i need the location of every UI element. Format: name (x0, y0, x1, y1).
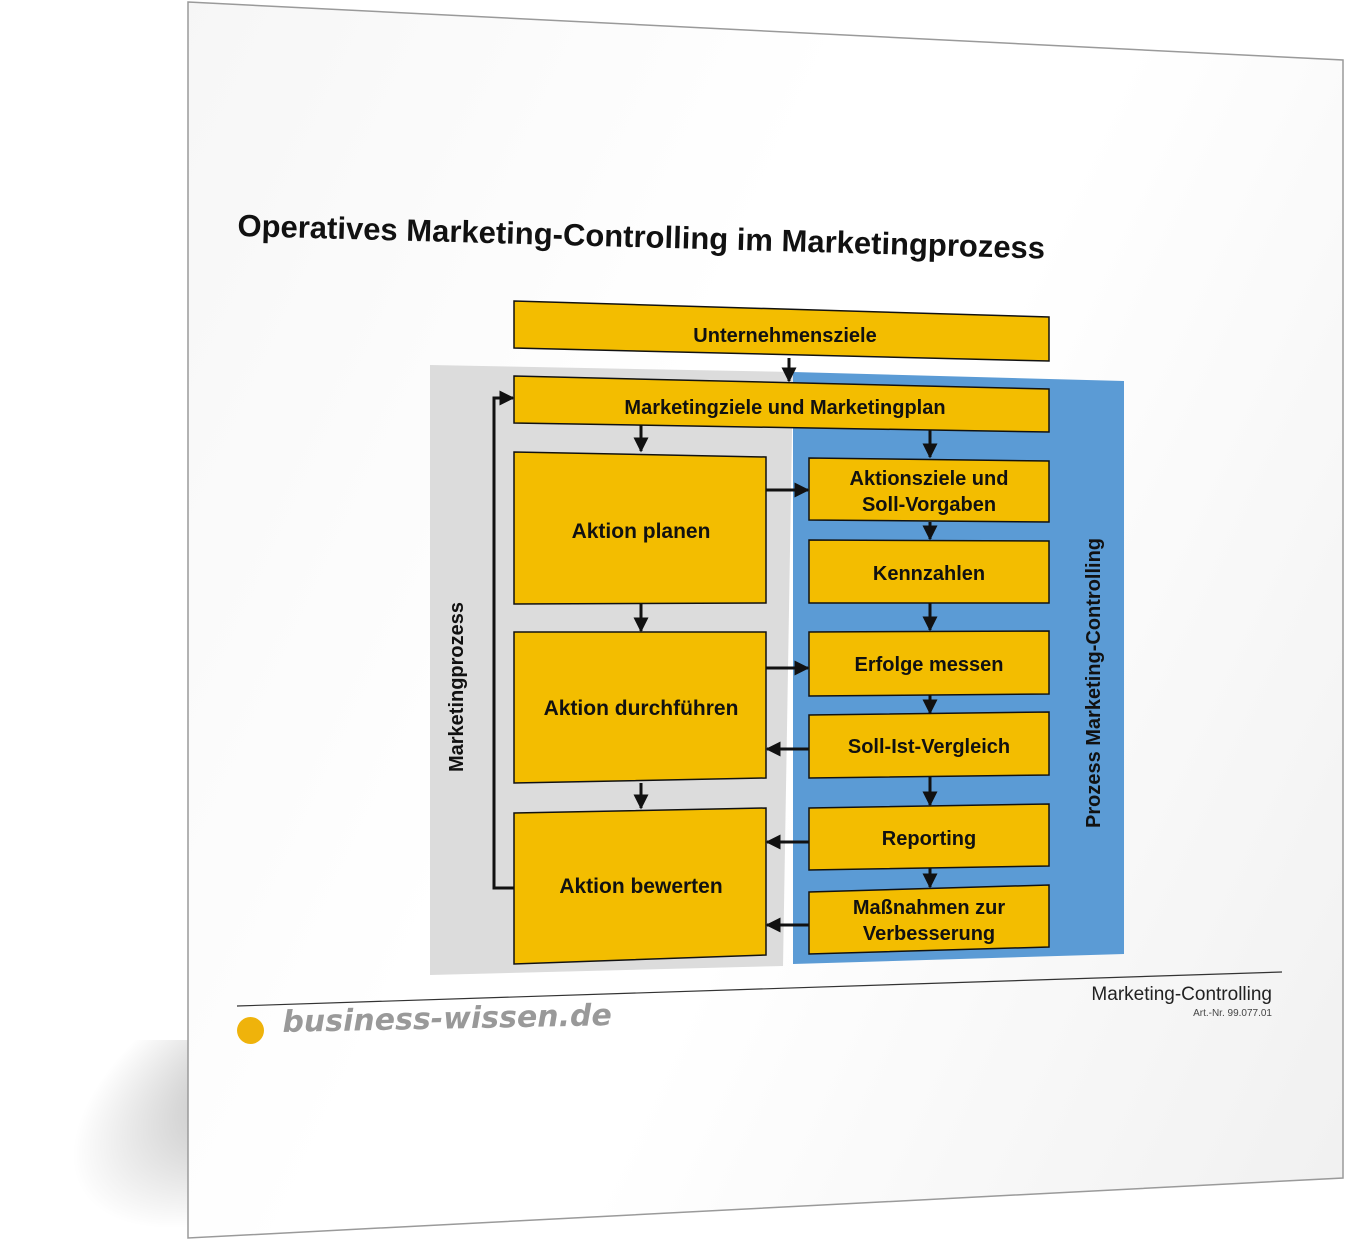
box-aktionsziele: Aktionsziele und Soll-Vorgaben (808, 457, 1050, 523)
box-aktion-planen: Aktion planen (513, 451, 767, 605)
right-step-1-line-2: Soll-Vorgaben (862, 494, 996, 516)
flow-arrows (492, 358, 938, 933)
logo-dot-icon (237, 1017, 264, 1044)
box-unternehmensziele: Unternehmensziele (513, 300, 1050, 362)
right-step-5: Reporting (882, 828, 976, 850)
box-kennzahlen: Kennzahlen (808, 539, 1050, 604)
right-step-2: Kennzahlen (873, 563, 985, 585)
left-step-3: Aktion bewerten (559, 875, 722, 898)
box-aktion-bewerten: Aktion bewerten (513, 807, 767, 965)
box-erfolge-messen: Erfolge messen (808, 630, 1050, 697)
right-step-6-line-2: Verbesserung (863, 923, 995, 945)
label-marketingprozess: Marketingprozess (446, 602, 468, 772)
right-step-6-line-1: Maßnahmen zur (853, 897, 1005, 919)
box-massnahmen: Maßnahmen zur Verbesserung (808, 884, 1050, 955)
label-unternehmensziele: Unternehmensziele (693, 325, 876, 347)
footer-product: Marketing-Controlling (1091, 984, 1272, 1005)
left-step-1: Aktion planen (572, 520, 711, 543)
right-step-3: Erfolge messen (855, 654, 1004, 676)
right-step-4: Soll-Ist-Vergleich (848, 736, 1010, 758)
logo-text: business-wissen.de (282, 998, 613, 1040)
right-step-1-line-1: Aktionsziele und (850, 468, 1009, 490)
box-soll-ist-vergleich: Soll-Ist-Vergleich (808, 711, 1050, 779)
left-step-2: Aktion durchführen (544, 697, 739, 720)
footer-article-number: Art.-Nr. 99.077.01 (1193, 1008, 1272, 1019)
box-reporting: Reporting (808, 803, 1050, 871)
label-marketingziele: Marketingziele und Marketingplan (624, 397, 945, 419)
box-aktion-durchfuehren: Aktion durchführen (513, 631, 767, 784)
arrow-feedback-loop (492, 390, 515, 890)
label-prozess-controlling: Prozess Marketing-Controlling (1083, 538, 1105, 828)
box-marketingziele: Marketingziele und Marketingplan (513, 375, 1050, 433)
